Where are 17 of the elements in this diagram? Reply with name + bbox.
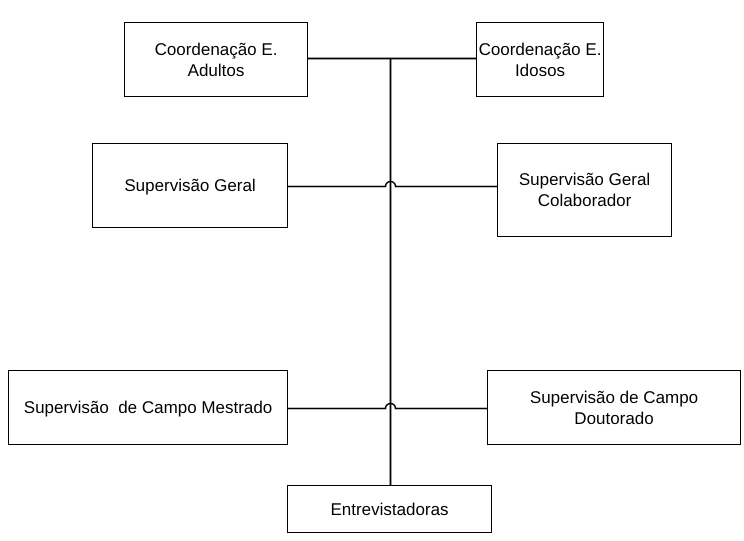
box-label: Supervisão de Campo Doutorado [528, 386, 700, 428]
box-label: Supervisão Geral [124, 175, 256, 196]
org-box [476, 22, 604, 97]
box-label: Entrevistadoras [330, 498, 449, 520]
connector-line [390, 58, 476, 485]
box-label: Supervisão Geral Colaborador [518, 169, 652, 211]
org-box [497, 143, 672, 237]
org-box [487, 370, 741, 445]
org-box [8, 370, 288, 445]
connector-line [288, 402, 487, 410]
box-label: Supervisão de Campo Mestrado [24, 397, 272, 418]
org-box [287, 485, 492, 533]
box-label: Coordenação E. Adultos [154, 38, 278, 80]
org-box [124, 22, 308, 97]
box-label: Coordenação E. Idosos [478, 38, 602, 80]
org-box [92, 143, 288, 228]
connector-line [288, 180, 497, 188]
